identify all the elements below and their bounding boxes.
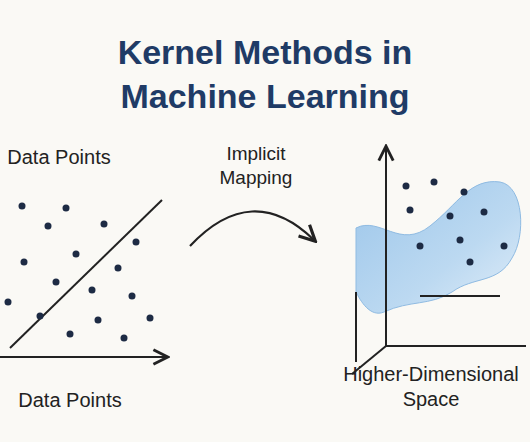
- kernel-surface: [356, 182, 521, 314]
- input-points: [5, 203, 154, 342]
- axis-label: Data Points: [4, 145, 114, 170]
- space-label: Higher-Dimensional Space: [336, 362, 526, 412]
- mapping-arrow: [190, 211, 314, 246]
- input-space: [0, 200, 166, 357]
- separating-line: [10, 200, 162, 348]
- mapping-label: Implicit Mapping: [201, 142, 311, 190]
- feature-points: [403, 179, 508, 266]
- feature-axes: [352, 148, 526, 374]
- title: Kernel Methods in Machine Learning: [95, 30, 435, 118]
- axis-label: Data Points: [5, 388, 135, 413]
- x-axis: [0, 356, 166, 358]
